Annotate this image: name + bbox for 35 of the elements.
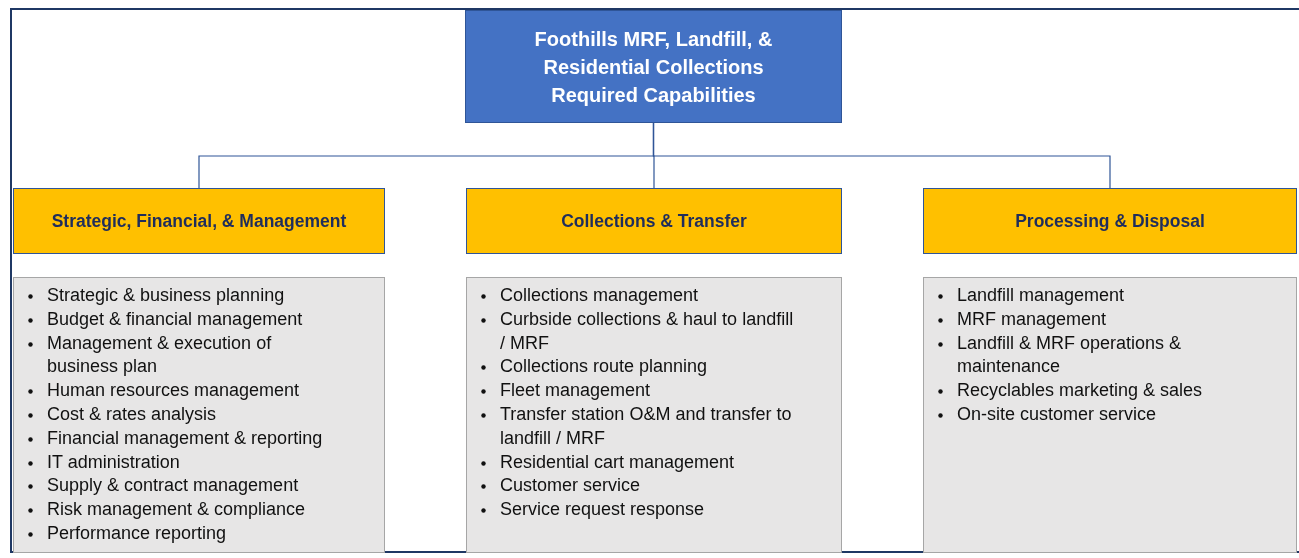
bullet-item: Fleet management (479, 379, 801, 403)
bullet-item: Landfill management (936, 284, 1256, 308)
bullet-item: Recyclables marketing & sales (936, 379, 1256, 403)
bullet-item: Residential cart management (479, 450, 801, 475)
title-text: Foothills MRF, Landfill, & Residential Collections Required Capabilities (533, 26, 774, 108)
bullet-item: MRF management (936, 307, 1256, 332)
bullet-item: Landfill & MRF operations & maintenance (936, 331, 1256, 380)
bullet-item: Strategic & business planning (26, 284, 344, 308)
bullet-item: Transfer station O&M and transfer to landfill / MRF (479, 403, 801, 451)
bullet-item: Collections route planning (479, 355, 801, 380)
bullet-item: Customer service (479, 474, 801, 499)
bullet-item: Financial management & reporting (26, 426, 344, 451)
bullet-item: Collections management (479, 284, 801, 308)
bullet-item: On-site customer service (936, 403, 1256, 427)
bullet-item: Supply & contract management (26, 474, 344, 499)
category-label: Collections & Transfer (561, 210, 747, 233)
bullet-item: Cost & rates analysis (26, 403, 344, 427)
bullet-item: IT administration (26, 450, 344, 475)
bullet-item: Budget & financial management (26, 307, 344, 332)
category-label: Strategic, Financial, & Management (51, 210, 347, 233)
category-label: Processing & Disposal (1015, 210, 1205, 233)
connector-line (652, 122, 1111, 189)
bullet-item: Human resources management (26, 379, 344, 403)
bullet-item: Management & execution of business plan (26, 331, 344, 380)
bullet-item: Curbside collections & haul to landfill / MRF (479, 307, 801, 356)
bullet-item: Risk management & compliance (26, 498, 344, 522)
category-box (13, 188, 385, 254)
list-panel (923, 277, 1297, 553)
category-box (923, 188, 1297, 254)
bullet-item: Performance reporting (26, 521, 344, 546)
category-box (466, 188, 842, 254)
title-box (465, 10, 842, 123)
list-panel (13, 277, 385, 553)
list-panel (466, 277, 842, 553)
bullet-item: Service request response (479, 498, 801, 522)
